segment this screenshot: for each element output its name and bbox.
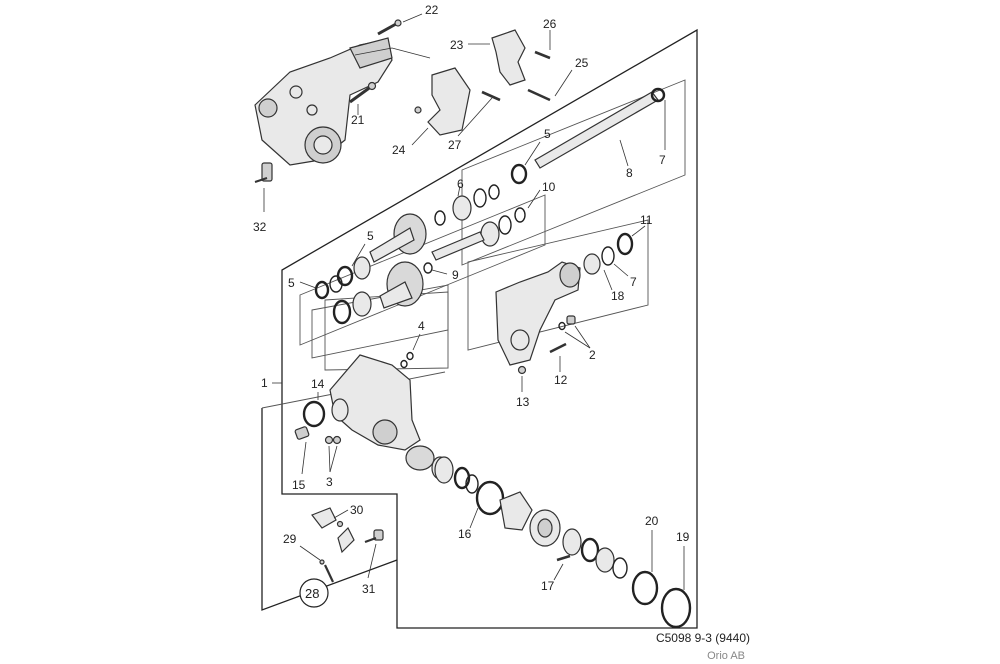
callout-7-top: 7	[659, 153, 666, 167]
bearing-stack-10	[480, 207, 526, 247]
transfer-case-assembly	[254, 37, 393, 166]
seal-5-middle	[336, 256, 371, 287]
subgroup-frame-housing	[467, 219, 649, 351]
callout-15: 15	[292, 478, 306, 492]
bolt-25	[527, 88, 551, 102]
rear-housing	[495, 261, 581, 366]
callout-25: 25	[575, 56, 589, 70]
callout-12: 12	[554, 373, 568, 387]
callout-8: 8	[626, 166, 633, 180]
callout-31: 31	[362, 582, 376, 596]
bolt-27	[481, 90, 501, 102]
callout-7-right: 7	[630, 275, 637, 289]
callout-20: 20	[645, 514, 659, 528]
callout-18: 18	[611, 289, 625, 303]
bolts-2	[558, 315, 576, 331]
bearing-stack-6	[434, 184, 500, 226]
nuts-3	[324, 435, 342, 445]
callout-6: 6	[457, 177, 464, 191]
front-bearings	[434, 456, 479, 494]
gear-lower	[379, 261, 424, 309]
main-shaft-8	[534, 87, 666, 169]
front-housing	[329, 354, 421, 451]
bracket-30	[311, 507, 344, 529]
bolt-31	[364, 529, 384, 544]
callout-4: 4	[418, 319, 425, 333]
seal-16	[475, 480, 505, 516]
callout-32: 32	[253, 220, 267, 234]
callout-17: 17	[541, 579, 555, 593]
bolt-17	[556, 554, 571, 562]
callout-30: 30	[350, 503, 364, 517]
callout-10: 10	[542, 180, 556, 194]
callout-24: 24	[392, 143, 406, 157]
washers-4	[400, 351, 414, 369]
callout-26: 26	[543, 17, 557, 31]
callout-5-left: 5	[288, 276, 295, 290]
rear-bearing-chain	[562, 528, 628, 579]
callout-21: 21	[351, 113, 365, 127]
seal-5-upper	[510, 163, 528, 185]
callout-27: 27	[448, 138, 462, 152]
bolt-12	[549, 342, 567, 354]
bolt-22	[377, 19, 402, 36]
brand-label: Orio AB	[707, 650, 745, 662]
callout-3: 3	[326, 475, 333, 489]
seal-7-lower	[601, 246, 615, 266]
shaft-9	[423, 231, 485, 274]
callout-29: 29	[283, 532, 297, 546]
callout-13: 13	[516, 395, 530, 409]
seal-19	[660, 587, 692, 629]
lever-29	[319, 526, 355, 583]
bolt-26	[534, 50, 551, 60]
seal-18	[583, 253, 601, 275]
subgroup-frame-gears	[299, 194, 546, 346]
assembly-frame	[281, 28, 698, 629]
pin-13	[517, 365, 527, 375]
bracket-24	[414, 67, 471, 136]
callout-1: 1	[261, 376, 268, 390]
seal-20	[631, 570, 659, 606]
figure-code: C5098 9-3 (9440)	[656, 631, 750, 645]
callout-9: 9	[452, 268, 459, 282]
callout-2: 2	[589, 348, 596, 362]
sensor-32	[254, 162, 273, 183]
callout-23: 23	[450, 38, 464, 52]
callout-28: 28	[305, 586, 319, 601]
callout-16: 16	[458, 527, 472, 541]
callout-14: 14	[311, 377, 325, 391]
assembly-frame-lower	[261, 408, 398, 611]
flange-plate	[499, 491, 561, 547]
subgroup-frame-shaft	[461, 79, 686, 266]
callout-22: 22	[425, 3, 439, 17]
callout-labels: 1 2 3 4 5 5 5 6 7 7 8 9 10 11 12 13 14 1…	[253, 3, 690, 601]
bolt-21	[349, 81, 377, 104]
seal-11	[616, 232, 634, 256]
callout-19: 19	[676, 530, 690, 544]
callout-5-top: 5	[544, 127, 551, 141]
callout-11: 11	[640, 213, 653, 227]
o-ring-14	[302, 400, 326, 428]
bearing-lower-pair	[332, 291, 372, 325]
gear-upper	[369, 213, 427, 263]
callout-28-circle	[299, 578, 329, 608]
plug-15	[294, 426, 310, 440]
callout-5-mid: 5	[367, 229, 374, 243]
seal-5-lower	[314, 275, 343, 300]
bracket-23	[491, 29, 526, 86]
